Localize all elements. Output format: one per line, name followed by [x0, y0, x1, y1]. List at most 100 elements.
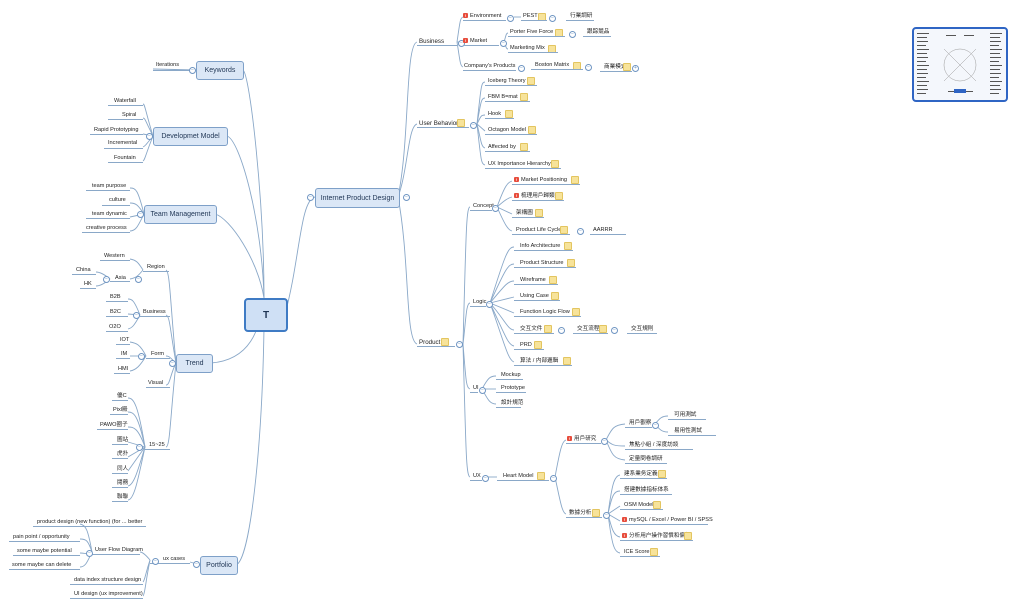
note-icon[interactable] [537, 472, 545, 480]
note-icon[interactable] [564, 242, 572, 250]
product-node[interactable]: Product [419, 339, 441, 346]
trend-business-item[interactable]: O2O [109, 324, 121, 330]
collapse-toggle[interactable]: − [652, 422, 659, 429]
collapse-toggle[interactable]: − [152, 558, 159, 565]
logic-item[interactable]: Using Case [520, 293, 549, 299]
trend-region[interactable]: Region [147, 264, 165, 270]
environment-node[interactable]: Environment [470, 13, 502, 19]
note-icon[interactable] [567, 259, 575, 267]
portfolio-user-flow[interactable]: User Flow Diagram [95, 547, 143, 553]
collapse-toggle[interactable]: − [189, 67, 196, 74]
competitor-node[interactable]: 跟踪競品 [587, 29, 610, 35]
trend-site[interactable]: 優C [117, 393, 127, 399]
concept-node[interactable]: Concept [473, 203, 494, 209]
keyword-item[interactable]: Iterations [156, 62, 180, 68]
ub-item[interactable]: Hook [488, 111, 502, 117]
user-research-node[interactable]: 用戶研究 [574, 436, 597, 442]
logic-item[interactable]: Function Logic Flow [520, 309, 570, 315]
trend-asia[interactable]: Asia [115, 275, 126, 281]
trend-form-item[interactable]: HMI [118, 366, 129, 372]
collapse-toggle[interactable]: − [585, 64, 592, 71]
internet-product-design-node[interactable]: Internet Product Design [315, 188, 400, 208]
collapse-toggle[interactable]: − [486, 301, 493, 308]
collapse-toggle[interactable]: − [601, 438, 608, 445]
data-item[interactable]: OSM Model [624, 502, 654, 508]
collapse-toggle[interactable]: − [577, 228, 584, 235]
user-behavior-node[interactable]: User Behavior [419, 120, 459, 127]
ub-item[interactable]: Iceberg Theory [488, 78, 526, 84]
collapse-toggle[interactable]: − [549, 15, 556, 22]
data-item[interactable]: 分析用户操作習慣和偏好 [629, 533, 691, 539]
collapse-toggle[interactable]: − [193, 561, 200, 568]
porter-node[interactable]: Porter Five Force [510, 29, 554, 35]
user-observation-node[interactable]: 用戶觀察 [629, 420, 652, 426]
trend-node[interactable]: Trend [176, 354, 213, 373]
portfolio-ux-cases[interactable]: ux cases [163, 556, 186, 562]
logic-item[interactable]: Product Structure [520, 260, 564, 266]
logic-item[interactable]: PRD [520, 342, 532, 348]
data-item[interactable]: 建系業务定義 [624, 471, 658, 477]
ub-item[interactable]: UX Importance Hierarchy [488, 161, 551, 167]
portfolio-ui-design[interactable]: UI design (ux improvement) [74, 591, 143, 597]
team-item[interactable]: team dynamic [92, 211, 127, 217]
ui-node[interactable]: UI [473, 385, 479, 391]
note-icon[interactable] [528, 126, 536, 134]
heart-model-node[interactable]: Heart Model [503, 473, 534, 479]
collapse-toggle[interactable]: − [603, 512, 610, 519]
root-node[interactable]: T [244, 298, 288, 332]
trend-western[interactable]: Western [104, 253, 125, 259]
trend-site[interactable]: 聯聯 [117, 494, 129, 500]
concept-item[interactable]: Product Life Cycle [516, 227, 562, 233]
collapse-toggle[interactable]: − [133, 312, 140, 319]
business-node[interactable]: Business [419, 38, 445, 45]
trend-site[interactable]: PAWO圈子 [100, 422, 128, 428]
ub-item[interactable]: FBM B=mat [488, 94, 518, 100]
dev-item[interactable]: Fountain [114, 155, 136, 161]
ub-item[interactable]: Octagon Model [488, 127, 526, 133]
trend-hk[interactable]: HK [84, 281, 92, 287]
dev-item[interactable]: Spiral [122, 112, 137, 118]
interaction-flow-node[interactable]: 交互流程 [577, 326, 600, 332]
dev-item[interactable]: Waterfall [114, 98, 136, 104]
trend-site[interactable]: 閱務 [117, 480, 129, 486]
data-analysis-node[interactable]: 數據分析 [569, 510, 592, 516]
companys-products-node[interactable]: Company's Products [464, 63, 516, 69]
concept-item[interactable]: Market Positioning [521, 177, 568, 183]
trend-china[interactable]: China [76, 267, 91, 273]
note-icon[interactable] [623, 63, 631, 71]
note-icon[interactable] [551, 160, 559, 168]
collapse-toggle[interactable]: − [479, 387, 486, 394]
collapse-toggle[interactable]: − [518, 65, 525, 72]
ui-item[interactable]: 設計規范 [501, 400, 524, 406]
logic-item[interactable]: Info Architecture [520, 243, 561, 249]
usability-test-node[interactable]: 可用測試 [674, 412, 697, 418]
portfolio-flow-item[interactable]: product design (new function) (for ... b… [37, 519, 143, 525]
keywords-node[interactable]: Keywords [196, 61, 244, 80]
trend-site[interactable]: 虎扑 [117, 451, 129, 457]
interaction-rules-node[interactable]: 交互規則 [631, 326, 654, 332]
ux-node[interactable]: UX [473, 473, 481, 479]
portfolio-data-index[interactable]: data index structure design [74, 577, 142, 583]
note-icon[interactable] [592, 509, 600, 517]
collapse-toggle[interactable]: − [135, 276, 142, 283]
note-icon[interactable] [505, 110, 513, 118]
pest-node[interactable]: PEST [523, 13, 538, 19]
collapse-toggle[interactable]: − [470, 122, 477, 129]
collapse-toggle[interactable]: − [103, 276, 110, 283]
business-model-node[interactable]: 商業模式 [604, 64, 627, 70]
collapse-toggle[interactable]: − [169, 360, 176, 367]
portfolio-flow-item[interactable]: some maybe can delete [12, 562, 72, 568]
expand-toggle[interactable]: + [632, 65, 639, 72]
ui-item[interactable]: Mockup [501, 372, 521, 378]
concept-item[interactable]: 梳理用戶歸類 [521, 193, 555, 199]
portfolio-node[interactable]: Portfolio [200, 556, 238, 575]
collapse-toggle[interactable]: − [138, 353, 145, 360]
note-icon[interactable] [571, 176, 579, 184]
note-icon[interactable] [560, 226, 568, 234]
trend-site[interactable]: 圖站 [117, 437, 129, 443]
data-item[interactable]: mySQL / Excel / Power BI / SPSS [629, 517, 713, 523]
logic-item[interactable]: 算法 / 内部邏輯 [520, 358, 559, 364]
collapse-toggle[interactable]: − [137, 211, 144, 218]
collapse-toggle[interactable]: − [569, 31, 576, 38]
logic-node[interactable]: Logic [473, 299, 487, 305]
